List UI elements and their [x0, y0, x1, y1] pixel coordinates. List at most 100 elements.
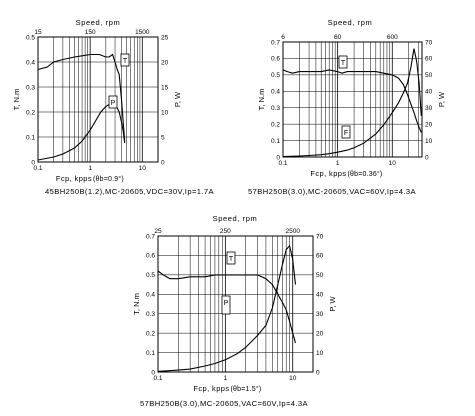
y-left-tick-label: 0: [151, 369, 155, 376]
y-left-tick-label: 0.3: [26, 84, 35, 91]
y-right-tick-label: 0: [161, 159, 165, 166]
y-left-tick-label: 0.4: [146, 292, 155, 299]
y-left-tick-label: 0.6: [146, 253, 155, 260]
caption-chart-2: 57BH250B(3.0),MC-20605,VAC=60V,Ip=4.3A: [248, 187, 417, 196]
y-left-tick-label: 0.7: [271, 39, 280, 46]
x-axis-label: Fcp, kpps: [193, 384, 229, 393]
x-axis-label-note: (θb=0.9°): [93, 175, 124, 183]
x-tick-label: 0.1: [278, 160, 287, 167]
y-right-tick-label: 10: [161, 109, 169, 116]
y-right-tick-label: 10: [425, 138, 433, 145]
y-left-axis-label: T, N.m: [12, 89, 21, 111]
y-left-axis-label: T, N.m: [257, 89, 266, 111]
top-tick-label: 15: [34, 29, 42, 36]
chart-3: 00.10.20.30.40.50.60.70102030405060700.1…: [132, 214, 337, 393]
y-left-axis-label: T, N.m: [132, 293, 141, 315]
y-left-tick-label: 0: [31, 159, 35, 166]
y-left-tick-label: 0.5: [271, 72, 280, 79]
y-right-axis-label: P, W: [173, 91, 182, 107]
x-tick-label: 1: [224, 375, 228, 382]
x-tick-label: 10: [289, 375, 297, 382]
series-line-f: [282, 48, 422, 158]
y-right-tick-label: 40: [425, 89, 433, 96]
top-tick-label: 60: [334, 34, 342, 41]
curve-label-box: [226, 251, 236, 265]
x-axis-label-note: (θb=1.5°): [231, 385, 262, 393]
top-tick-label: 6: [281, 34, 285, 41]
y-left-tick-label: 0.1: [146, 350, 155, 357]
series-line-t: [282, 69, 422, 133]
curve-label-box: [120, 53, 130, 67]
series-line-t: [37, 53, 126, 143]
top-tick-label: 25: [154, 228, 162, 235]
y-right-tick-label: 25: [161, 34, 169, 41]
caption-chart-3: 57BH250B(3.0),MC-20605,VAC=60V,Ip=4.3A: [140, 399, 309, 408]
y-right-tick-label: 20: [161, 59, 169, 66]
curve-label: P: [224, 300, 229, 307]
y-right-tick-label: 40: [316, 292, 324, 299]
y-right-tick-label: 30: [425, 105, 433, 112]
y-right-tick-label: 0: [425, 154, 429, 161]
x-tick-label: 10: [389, 160, 397, 167]
x-axis-label: Fcp, kpps: [56, 174, 92, 183]
x-tick-label: 0.1: [33, 165, 42, 172]
y-right-tick-label: 20: [316, 330, 324, 337]
series-line-p: [37, 102, 126, 161]
plot-frame: [282, 41, 423, 158]
y-right-tick-label: 60: [425, 56, 433, 63]
x-tick-label: 1: [88, 165, 92, 172]
y-left-tick-label: 0.4: [26, 59, 35, 66]
y-right-tick-label: 5: [161, 134, 165, 141]
top-tick-label: 150: [85, 29, 96, 36]
y-right-tick-label: 20: [425, 121, 433, 128]
y-right-axis-label: P, W: [437, 91, 446, 107]
x-axis-label-note: (θb=0.36°): [348, 170, 383, 178]
y-left-tick-label: 0.6: [271, 56, 280, 63]
y-right-tick-label: 10: [316, 350, 324, 357]
y-left-tick-label: 0.1: [26, 134, 35, 141]
y-left-tick-label: 0.5: [26, 34, 35, 41]
chart-title: Speed, rpm: [328, 18, 373, 27]
x-tick-label: 10: [139, 165, 147, 172]
y-right-tick-label: 50: [316, 272, 324, 279]
top-tick-label: 600: [387, 34, 398, 41]
curve-label: T: [341, 60, 346, 67]
caption-chart-1: 45BH250B(1.2),MC-20605,VDC=30V,Ip=1.7A: [45, 187, 214, 196]
y-left-tick-label: 0.5: [146, 272, 155, 279]
y-left-tick-label: 0.4: [271, 89, 280, 96]
top-tick-label: 2500: [285, 228, 300, 235]
y-right-tick-label: 15: [161, 84, 169, 91]
y-right-tick-label: 70: [316, 233, 324, 240]
x-tick-label: 0.1: [153, 375, 162, 382]
chart-title: Speed, rpm: [213, 214, 258, 223]
curve-label: T: [123, 58, 128, 65]
curve-label: F: [344, 130, 348, 137]
y-left-tick-label: 0.2: [146, 330, 155, 337]
y-right-tick-label: 60: [316, 253, 324, 260]
y-right-tick-label: 0: [316, 369, 320, 376]
curve-label-box: [341, 125, 351, 139]
curve-label-box: [221, 295, 231, 315]
curve-label-box: [338, 55, 348, 69]
y-right-tick-label: 50: [425, 72, 433, 79]
y-left-tick-label: 0.7: [146, 233, 155, 240]
curve-label: P: [111, 100, 116, 107]
y-left-tick-label: 0.2: [271, 121, 280, 128]
chart-title: Speed, rpm: [76, 18, 121, 27]
series-line-t: [157, 270, 297, 344]
y-left-tick-label: 0.3: [146, 311, 155, 318]
chart-2: 00.10.20.30.40.50.60.70102030405060700.1…: [257, 18, 446, 178]
y-left-tick-label: 0.2: [26, 109, 35, 116]
curve-label-box: [108, 95, 118, 109]
x-axis-label: Fcp, kpps: [310, 169, 346, 178]
curve-label: T: [229, 256, 234, 263]
x-tick-label: 1: [336, 160, 340, 167]
y-left-tick-label: 0: [276, 154, 280, 161]
top-tick-label: 1500: [135, 29, 150, 36]
y-left-tick-label: 0.3: [271, 105, 280, 112]
y-right-tick-label: 70: [425, 39, 433, 46]
y-right-tick-label: 30: [316, 311, 324, 318]
y-right-axis-label: P, W: [328, 295, 337, 311]
